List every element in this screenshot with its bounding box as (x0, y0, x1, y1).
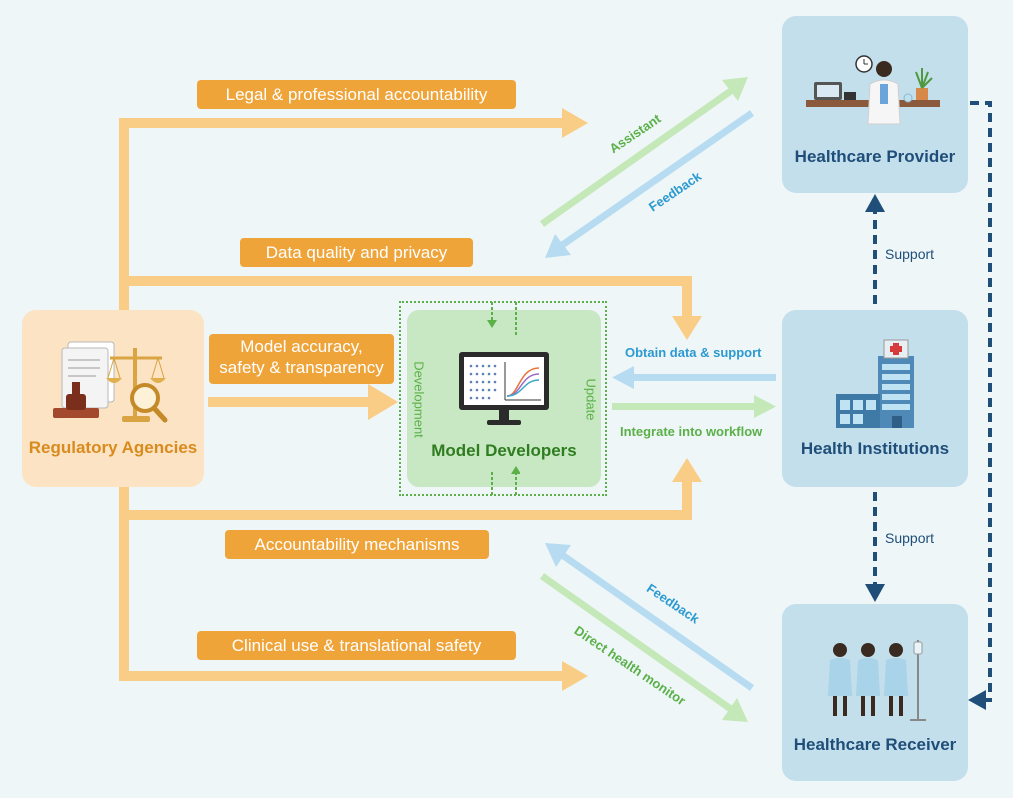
healthcare-receiver-label: Healthcare Receiver (793, 735, 957, 754)
monitor-chart-icon (459, 352, 549, 425)
support-top-label: Support (885, 246, 935, 262)
regulatory-scales-icon (53, 341, 168, 423)
model-accuracy-line2: safety & transparency (219, 358, 384, 377)
direct-monitor-arrow (539, 573, 748, 722)
update-label: Update (583, 378, 599, 421)
clinical-use-pill: Clinical use & translational safety (197, 631, 516, 660)
model-developers-frame (399, 301, 607, 496)
health-institutions-node[interactable]: Health Institutions (782, 310, 968, 487)
model-accuracy-pill: Model accuracy, safety & transparency (209, 334, 394, 384)
hospital-building-icon (836, 339, 914, 428)
healthcare-receiver-node[interactable]: Healthcare Receiver (782, 604, 968, 781)
feedback-top-arrow (545, 110, 754, 258)
support-bottom-label: Support (885, 530, 935, 546)
development-update-loop (487, 302, 520, 496)
assistant-arrow (539, 77, 748, 227)
support-arrows (873, 101, 992, 702)
integrate-workflow-label: Integrate into workflow (620, 424, 763, 439)
healthcare-provider-node[interactable]: Healthcare Provider (782, 16, 968, 193)
regulatory-agencies-node[interactable]: Regulatory Agencies (22, 310, 204, 487)
healthcare-provider-label: Healthcare Provider (794, 147, 956, 166)
obtain-data-label: Obtain data & support (625, 345, 762, 360)
doctor-desk-icon (806, 55, 940, 125)
model-developers-node[interactable]: Model Developers (407, 310, 601, 487)
feedback-bottom-arrow (545, 543, 755, 691)
obtain-data-arrow (612, 366, 776, 389)
data-quality-pill: Data quality and privacy (240, 238, 473, 267)
accountability-mechanisms-pill: Accountability mechanisms (225, 530, 489, 559)
support-arrowheads (865, 194, 986, 710)
integrate-workflow-arrow (612, 395, 776, 418)
model-developers-label: Model Developers (431, 441, 577, 460)
model-accuracy-line1: Model accuracy, (240, 337, 363, 356)
legal-accountability-pill: Legal & professional accountability (197, 80, 516, 109)
regulatory-agencies-label: Regulatory Agencies (28, 438, 198, 457)
patients-icon (828, 640, 926, 721)
development-label: Development (411, 361, 427, 438)
health-institutions-label: Health Institutions (800, 439, 950, 458)
